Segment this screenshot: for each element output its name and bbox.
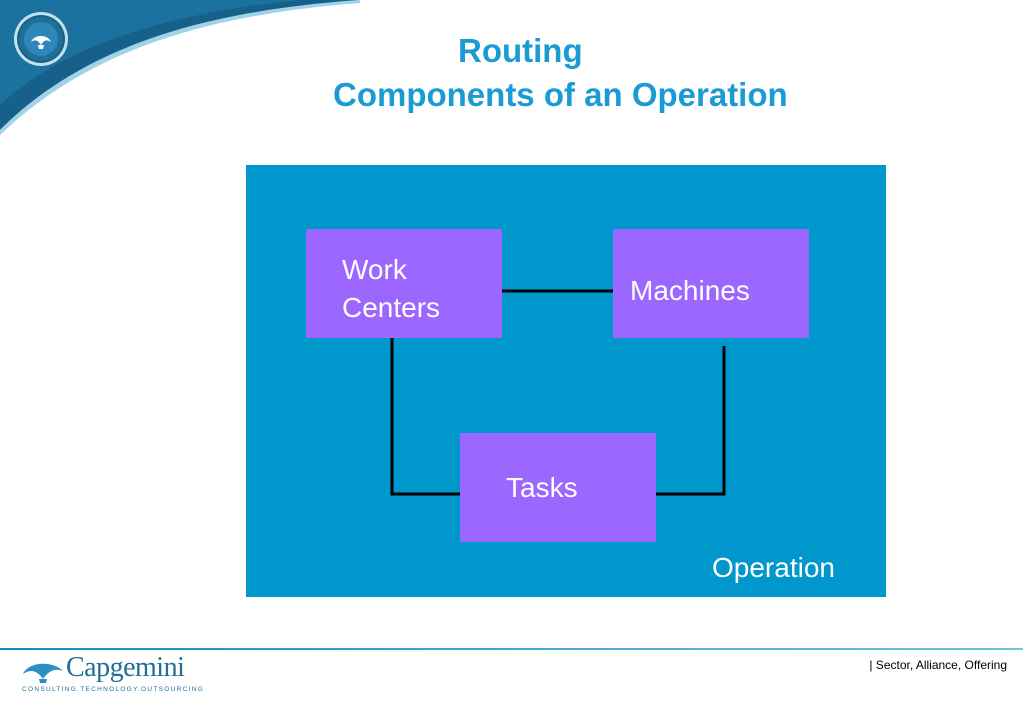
- capgemini-logo: Capgemini CONSULTING.TECHNOLOGY.OUTSOURC…: [22, 652, 203, 696]
- brand-tagline: CONSULTING.TECHNOLOGY.OUTSOURCING: [22, 686, 205, 693]
- edge-work-centers-tasks: [390, 338, 460, 496]
- footer-divider: [0, 648, 1023, 650]
- collaborative-experience-badge-icon: [14, 12, 68, 66]
- capgemini-spade-icon: [23, 663, 63, 683]
- header-swoosh-decoration: [0, 0, 360, 135]
- title-routing: Routing: [458, 32, 583, 69]
- brand-name: Capgemini: [66, 652, 185, 683]
- node-work-centers-line1: Work: [342, 254, 407, 285]
- node-work-centers-line2: Centers: [342, 292, 441, 323]
- title-components-of-operation: Components of an Operation: [333, 76, 788, 113]
- footer-sector-alliance-offering: | Sector, Alliance, Offering: [869, 658, 1007, 672]
- edge-machines-tasks: [656, 346, 726, 496]
- node-tasks: Tasks: [460, 433, 656, 542]
- node-tasks-label: Tasks: [506, 472, 578, 503]
- node-work-centers: Work Centers: [306, 229, 502, 338]
- node-machines: Machines: [613, 229, 809, 338]
- node-machines-label: Machines: [630, 275, 750, 306]
- operation-container-label: Operation: [712, 552, 835, 583]
